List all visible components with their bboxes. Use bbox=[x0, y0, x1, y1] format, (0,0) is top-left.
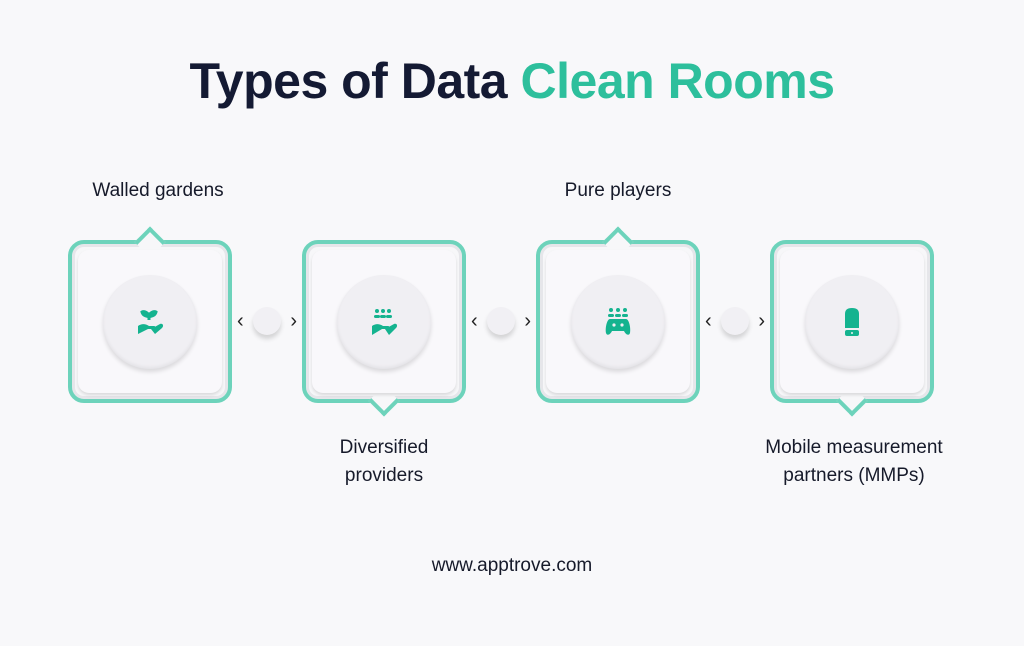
footer-url[interactable]: www.apptrove.com bbox=[431, 555, 593, 576]
connector: ‹› bbox=[237, 306, 297, 336]
title-accent: Clean Rooms bbox=[520, 53, 836, 109]
chevron-left-icon: ‹ bbox=[705, 309, 712, 332]
card-mmps bbox=[770, 240, 934, 417]
chevron-right-icon: › bbox=[758, 309, 765, 332]
label-line: providers bbox=[344, 465, 424, 486]
chevron-right-icon: › bbox=[290, 309, 297, 332]
label-diversified-providers: Diversified providers bbox=[284, 434, 484, 490]
icon-circle bbox=[103, 274, 197, 369]
card-diversified-providers bbox=[302, 240, 466, 417]
connector-dot bbox=[721, 307, 749, 335]
connector: ‹› bbox=[705, 306, 765, 336]
icon-circle bbox=[571, 274, 665, 369]
plant-in-hand-icon bbox=[138, 309, 164, 334]
card-pure-players bbox=[536, 226, 700, 403]
chevron-left-icon: ‹ bbox=[237, 309, 244, 332]
label-line: Mobile measurement bbox=[765, 437, 943, 458]
page-title: Types of Data Clean Rooms bbox=[0, 52, 1024, 110]
mobile-phone-icon bbox=[845, 307, 859, 336]
gamepad-group-icon bbox=[605, 307, 631, 335]
connector: ‹› bbox=[471, 306, 531, 336]
connector-dot bbox=[253, 307, 281, 335]
people-in-hand-icon bbox=[372, 308, 398, 335]
label-mmps: Mobile measurement partners (MMPs) bbox=[729, 434, 979, 490]
connector-dot bbox=[487, 307, 515, 335]
label-walled-gardens: Walled gardens bbox=[92, 180, 224, 201]
label-pure-players: Pure players bbox=[564, 180, 672, 201]
icon-circle bbox=[805, 274, 899, 369]
label-line: partners (MMPs) bbox=[783, 465, 925, 486]
card-walled-gardens bbox=[68, 226, 232, 403]
chevron-right-icon: › bbox=[524, 309, 531, 332]
icon-circle bbox=[337, 274, 431, 369]
chevron-left-icon: ‹ bbox=[471, 309, 478, 332]
label-line: Diversified bbox=[339, 437, 429, 458]
title-main: Types of Data bbox=[189, 53, 508, 109]
